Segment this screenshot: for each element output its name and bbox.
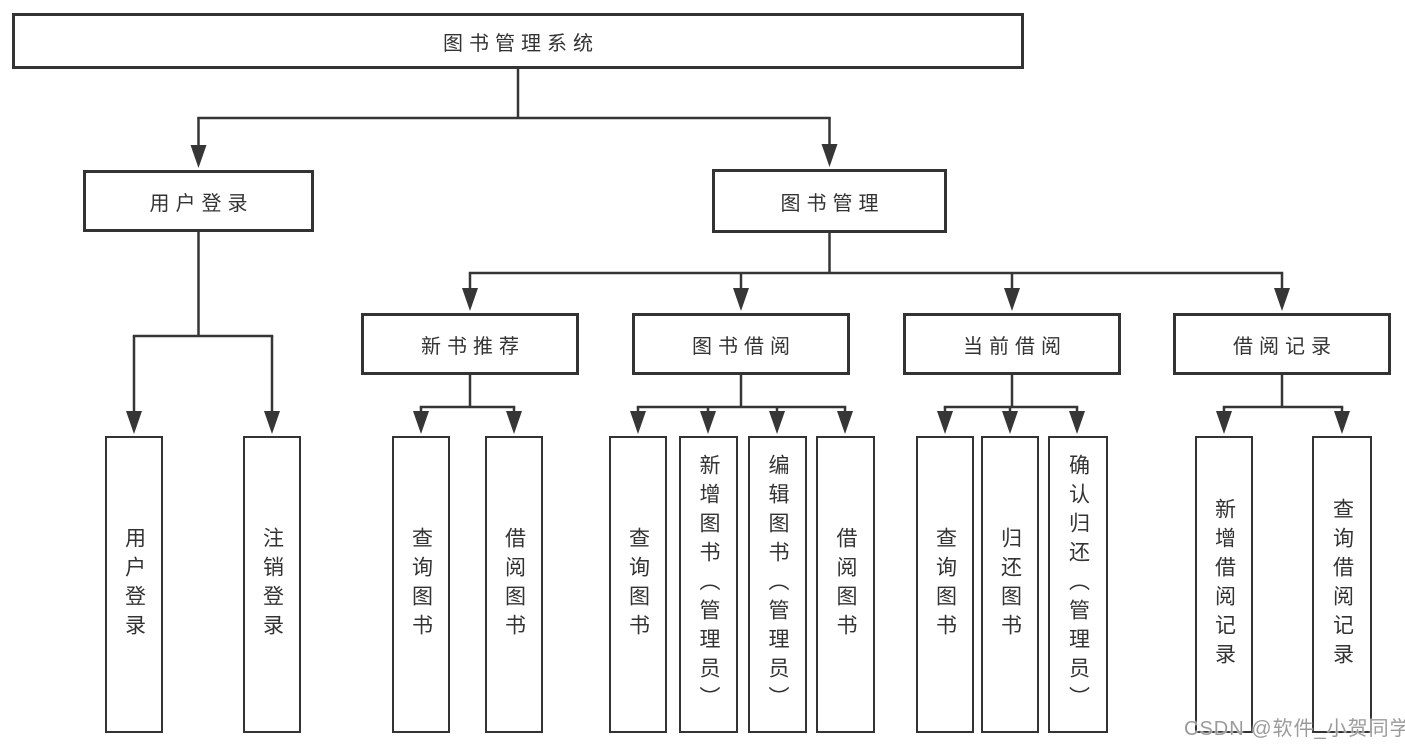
leaf-confirm-return-admin: 确认归还（管理员） — [1048, 436, 1108, 733]
leaf-query-books-current: 查询图书 — [916, 436, 974, 733]
node-label: 用户登录 — [149, 192, 254, 215]
node-label: 借阅图书 — [834, 526, 857, 643]
node-label: 图书管理 — [780, 192, 885, 215]
leaf-query-borrow-record: 查询借阅记录 — [1312, 436, 1372, 733]
node-label: 图书管理系统 — [443, 32, 599, 55]
node-new-book-recommend: 新书推荐 — [361, 313, 579, 375]
node-label: 图书借阅 — [692, 335, 796, 358]
node-label: 新增图书（管理员） — [697, 454, 720, 715]
node-label: 编辑图书（管理员） — [766, 454, 789, 715]
leaf-edit-books-admin: 编辑图书（管理员） — [748, 436, 807, 733]
node-label: 查询图书 — [933, 526, 957, 643]
leaf-query-books-borrow: 查询图书 — [609, 436, 667, 733]
node-label: 确认归还（管理员） — [1066, 454, 1090, 715]
leaf-logout: 注销登录 — [243, 436, 301, 733]
leaf-borrow-books: 借阅图书 — [816, 436, 875, 733]
node-label: 查询图书 — [626, 526, 650, 643]
leaf-borrow-books-recommend: 借阅图书 — [485, 436, 543, 733]
node-current-borrow: 当前借阅 — [903, 313, 1121, 375]
leaf-query-books-recommend: 查询图书 — [392, 436, 450, 733]
node-label: 查询图书 — [409, 526, 433, 643]
node-user-login: 用户登录 — [83, 170, 314, 232]
node-book-management: 图书管理 — [712, 169, 947, 233]
node-label: 当前借阅 — [963, 335, 1067, 358]
node-label: 新增借阅记录 — [1212, 497, 1236, 672]
node-label: 借阅记录 — [1233, 335, 1337, 358]
node-borrow-records: 借阅记录 — [1173, 313, 1391, 375]
node-label: 归还图书 — [998, 526, 1022, 643]
leaf-user-login: 用户登录 — [105, 436, 163, 733]
node-book-borrow: 图书借阅 — [632, 313, 850, 375]
watermark: CSDN @软件_小贺同学 — [1184, 718, 1405, 740]
leaf-add-borrow-record: 新增借阅记录 — [1195, 436, 1253, 733]
node-label: 查询借阅记录 — [1330, 497, 1354, 672]
node-label: 借阅图书 — [502, 526, 526, 643]
leaf-return-books: 归还图书 — [981, 436, 1039, 733]
leaf-add-books-admin: 新增图书（管理员） — [679, 436, 738, 733]
node-label: 注销登录 — [260, 526, 284, 643]
node-label: 新书推荐 — [421, 335, 525, 358]
node-label: 用户登录 — [122, 526, 146, 643]
node-library-system: 图书管理系统 — [12, 13, 1024, 69]
